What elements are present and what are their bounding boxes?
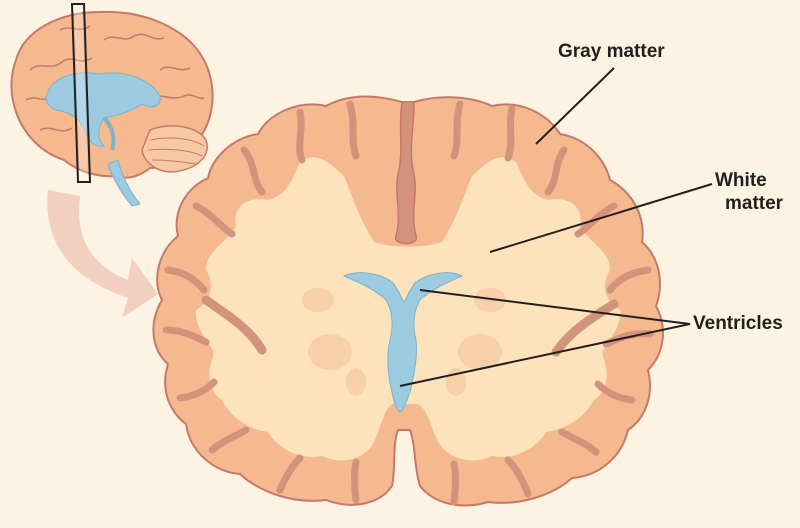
section-plane-icon (70, 3, 92, 183)
brain-lateral-view-icon (10, 10, 214, 207)
label-white-matter-line1: White (715, 170, 767, 191)
coronal-section (152, 95, 664, 507)
leader-ventricles-lower (399, 323, 691, 387)
leader-lines (399, 67, 713, 387)
label-gray-matter: Gray matter (558, 41, 665, 62)
label-white-matter-line2: matter (725, 193, 784, 214)
leader-white-matter (489, 183, 713, 253)
leader-ventricles-upper (419, 289, 691, 325)
leader-gray-matter (535, 67, 615, 145)
curved-arrow-icon (47, 190, 159, 318)
sulci (162, 100, 654, 506)
label-ventricles: Ventricles (693, 313, 783, 334)
ventricles-shape (342, 272, 464, 413)
longitudinal-fissure (395, 101, 417, 245)
